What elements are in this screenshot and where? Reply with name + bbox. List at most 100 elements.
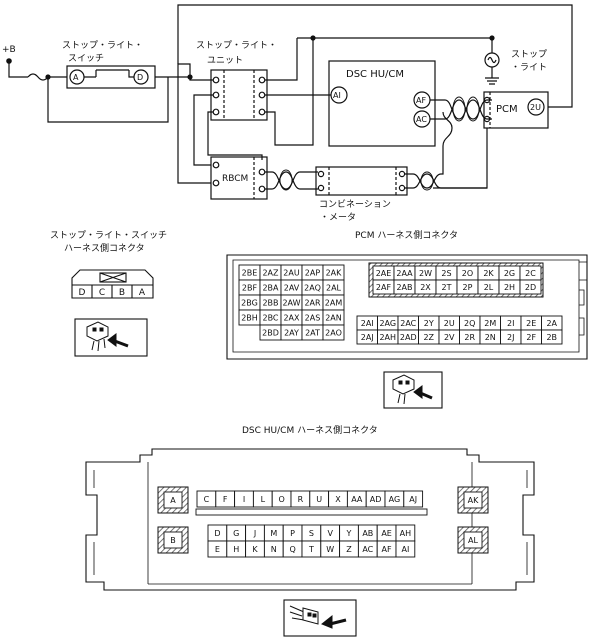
dsc-pin: M	[270, 529, 277, 538]
pcm-pin: 2AT	[305, 329, 320, 338]
pcm-pin: 2AG	[379, 319, 396, 328]
pcm-pin: 2H	[504, 283, 515, 292]
rbcm-title: RBCM	[222, 174, 248, 184]
meter-pin	[317, 184, 325, 192]
wire	[265, 38, 298, 81]
rbcm-pin	[258, 168, 266, 176]
dsc-pin-cell	[395, 540, 416, 558]
pcm-pin: 2AA	[396, 269, 413, 278]
unit-pin	[212, 108, 220, 116]
pcm-pin	[483, 115, 491, 123]
pcm-pin: 2U	[444, 319, 455, 328]
switch-pin-label: D	[79, 288, 86, 298]
pcm-pin: 2K	[483, 269, 494, 278]
dsc-pin: L	[261, 495, 266, 504]
switch-pin-label: A	[139, 288, 146, 298]
pcm-pin: 2BD	[262, 329, 279, 338]
dsc-pin: E	[215, 545, 220, 554]
pcm-pin: 2AM	[325, 299, 343, 308]
dsc-pin: S	[309, 529, 314, 538]
wiring-section	[6, 4, 573, 200]
pcm-pin: 2P	[463, 283, 473, 292]
pcm-pin: 2B	[546, 333, 557, 342]
twisted-wire	[442, 111, 453, 147]
twisted-wire	[405, 173, 487, 189]
pcm-pin: 2BB	[262, 299, 278, 308]
pcm-pin: 2AY	[284, 329, 299, 338]
stop-lamp-title-2: ・ライト	[511, 62, 547, 73]
pcm-pin: 2AE	[376, 269, 392, 278]
pcm-pin: 2AV	[284, 284, 300, 293]
dsc-pin: AB	[362, 529, 373, 538]
dsc-pin: O	[278, 495, 284, 504]
wire-battery	[8, 61, 28, 78]
stop-unit-title-2: ユニット	[207, 56, 243, 66]
pcm-title: PCM	[496, 104, 518, 115]
unit-pin	[258, 91, 266, 99]
dsc-connector-housing	[85, 448, 535, 591]
pcm-pin: 2D	[525, 283, 536, 292]
dsc-pin: J	[253, 529, 256, 538]
pcm-terminal-2u	[527, 98, 545, 116]
dsc-connector-title: DSC HU/CM ハーネス側コネクタ	[242, 424, 378, 436]
pcm-pin: 2W	[419, 269, 432, 278]
dsc-pin: H	[233, 545, 239, 554]
pcm-pin-cell	[541, 329, 563, 345]
pcm-pin: 2V	[444, 333, 455, 342]
pcm-pin: 2AP	[305, 269, 321, 278]
pcm-pin: 2X	[420, 283, 431, 292]
pcm-pin: 2AR	[304, 299, 321, 308]
pcm-pin: 2Z	[423, 333, 434, 342]
pcm-pin: 2N	[485, 333, 496, 342]
pcm-pin: 2AB	[396, 283, 412, 292]
dsc-corner-pin-cell	[463, 531, 483, 549]
pcm-pin-cell	[519, 279, 542, 295]
dsc-pin: G	[233, 529, 239, 538]
twisted-wire	[430, 99, 492, 120]
dsc-corner-pin-frame	[457, 526, 489, 554]
twist-loop	[420, 171, 434, 191]
switch-connector-latch	[99, 272, 127, 283]
battery-label: +B	[2, 45, 16, 55]
dsc-pin: AH	[400, 529, 412, 538]
pcm-connector-title: PCM ハーネス側コネクタ	[355, 229, 458, 241]
dsc-box	[328, 60, 436, 147]
dsc-pin: U	[316, 495, 322, 504]
pcm-pin: 2C	[525, 269, 536, 278]
rbcm-pin	[212, 161, 220, 169]
dsc-pin: V	[327, 529, 333, 538]
dsc-pin: X	[335, 495, 341, 504]
wire-to-pcm-2u	[177, 4, 573, 108]
unit-pin	[258, 108, 266, 116]
pcm-pin: 2AZ	[262, 269, 279, 278]
dsc-corner-pin: AL	[468, 536, 478, 545]
pcm-pin: 2R	[464, 333, 475, 342]
dsc-pin: AG	[389, 495, 401, 504]
pcm-pin	[483, 96, 491, 104]
meter-pin	[317, 170, 325, 178]
dsc-pin: Q	[289, 545, 295, 554]
dsc-corner-pin: B	[170, 536, 176, 545]
dsc-pin: K	[252, 545, 258, 554]
unit-pin	[258, 76, 266, 84]
wire	[207, 111, 263, 160]
plug-icon	[289, 605, 347, 629]
fuse-icon	[27, 73, 49, 81]
switch-pin-label: B	[119, 288, 125, 298]
pcm-pin: 2I	[507, 319, 514, 328]
unit-pin	[212, 91, 220, 99]
rbcm-pin	[212, 179, 220, 187]
pcm-pin: 2BC	[262, 314, 278, 323]
pcm-pin: 2AU	[283, 269, 300, 278]
pcm-pin: 2BF	[242, 284, 258, 293]
twisted-wire	[265, 171, 318, 190]
pcm-pin: 2AJ	[361, 333, 374, 342]
meter-title-2: ・メータ	[320, 212, 356, 223]
rbcm-pin	[258, 185, 266, 193]
dsc-pin: AC	[362, 545, 373, 554]
